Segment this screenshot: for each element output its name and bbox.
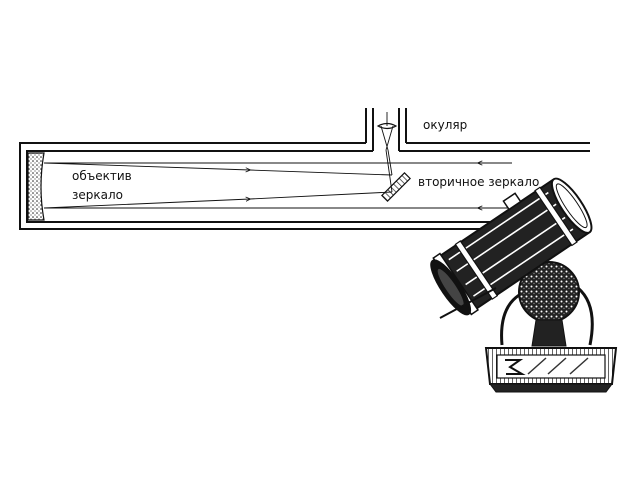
secondary-mirror-label: вторичное зеркало [418,175,539,189]
telescope-tube [430,177,593,316]
control-rod [439,287,497,319]
tube-front-opening [550,177,593,234]
objective-label-line1: объектив [72,169,132,183]
primary-mirror [27,152,45,221]
telescope-illustration [430,177,618,393]
secondary-mirror [381,172,411,202]
objective-label-line2: зеркало [72,188,123,202]
reflected-ray-bottom [43,199,250,209]
eyepiece-label: окуляр [423,118,467,132]
tube-walls [19,108,590,230]
light-rays [43,112,512,209]
reflected-ray-top [43,162,250,170]
mount-base [484,347,618,393]
tube-eyepiece-holder [502,192,522,211]
